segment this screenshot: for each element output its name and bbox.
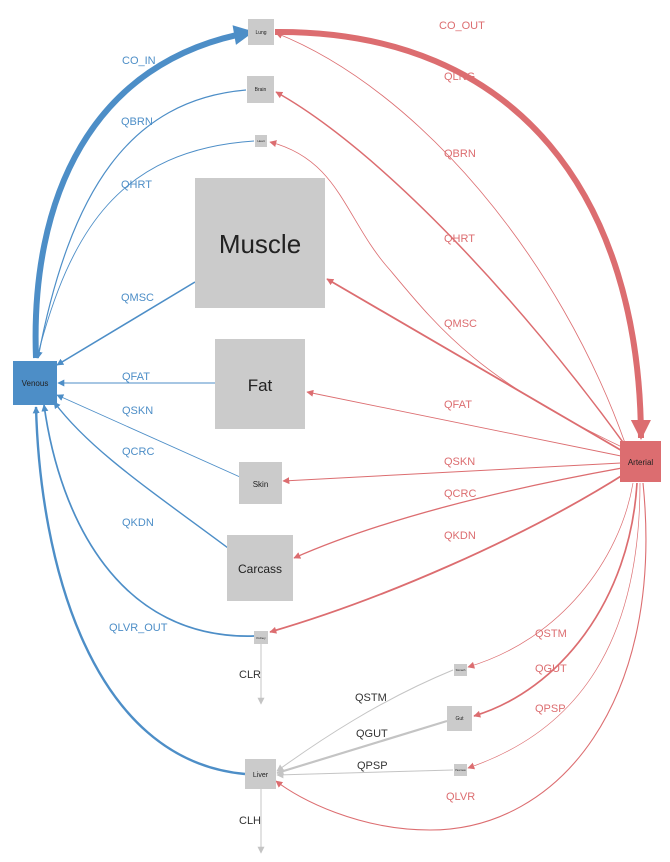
node-heart[interactable]: Heart	[255, 135, 267, 147]
label-clh: CLH	[239, 815, 261, 827]
edge-qbrn-arterial	[275, 91, 626, 446]
node-kidney[interactable]: Kidney	[254, 631, 268, 644]
label-qmsc-venous: QMSC	[121, 292, 154, 304]
node-stomach[interactable]: Stomach	[454, 664, 467, 676]
portal-edges	[257, 644, 454, 854]
label-qgut-arterial: QGUT	[535, 663, 567, 675]
node-pancreas-label: Pancreas	[455, 769, 466, 772]
edge-qcrc-arterial	[293, 467, 623, 559]
label-qbrn-arterial: QBRN	[444, 148, 476, 160]
edge-co-in	[32, 25, 254, 359]
edge-qpsp-portal	[276, 769, 454, 779]
edge-qgut-arterial	[473, 482, 638, 718]
edge-qlvr-arterial	[275, 482, 647, 831]
node-carcass-label: Carcass	[238, 562, 282, 576]
label-qstm-arterial: QSTM	[535, 628, 567, 640]
label-qkdn-arterial: QKDN	[444, 530, 476, 542]
label-qpsp-arterial: QPSP	[535, 703, 566, 715]
portal-labels: QSTM QGUT QPSP CLR CLH	[239, 669, 388, 827]
edge-qlng	[275, 32, 626, 444]
node-carcass[interactable]: Carcass	[227, 535, 293, 601]
edge-qhrt-venous	[35, 140, 255, 359]
label-qfat-venous: QFAT	[122, 371, 150, 383]
edge-qstm-portal	[276, 669, 454, 772]
node-gut[interactable]: Gut	[447, 706, 472, 731]
arterial-edges	[269, 28, 651, 831]
node-arterial[interactable]: Arterial	[620, 441, 661, 482]
edge-co-out	[274, 28, 651, 440]
edge-qkdn-arterial	[269, 472, 627, 634]
label-qbrn-venous: QBRN	[121, 116, 153, 128]
node-venous-label: Venous	[22, 379, 49, 388]
node-venous[interactable]: Venous	[13, 361, 57, 405]
node-heart-label: Heart	[257, 139, 265, 143]
edge-qgut-portal	[276, 719, 448, 775]
label-qlvr-arterial: QLVR	[446, 791, 475, 803]
edge-qbrn-venous	[35, 89, 247, 359]
label-qskn-arterial: QSKN	[444, 456, 475, 468]
node-liver[interactable]: Liver	[245, 759, 276, 789]
node-kidney-label: Kidney	[256, 636, 266, 640]
edge-qlvr-out	[32, 406, 246, 776]
edge-qmsc-arterial	[326, 278, 625, 453]
label-qlng: QLNG	[444, 71, 475, 83]
edge-qmsc-venous	[56, 281, 196, 366]
edge-qfat-arterial	[306, 389, 622, 457]
edge-qkdn-venous	[41, 404, 255, 637]
node-fat-label: Fat	[248, 376, 273, 395]
label-qkdn-venous: QKDN	[122, 517, 154, 529]
edge-qstm-arterial	[467, 482, 634, 669]
node-pancreas[interactable]: Pancreas	[454, 764, 467, 776]
node-brain[interactable]: Brain	[247, 76, 274, 103]
node-stomach-label: Stomach	[456, 669, 466, 672]
node-liver-label: Liver	[253, 772, 269, 779]
label-qlvr-out: QLVR_OUT	[109, 622, 168, 634]
node-gut-label: Gut	[455, 716, 464, 722]
node-lung[interactable]: Lung	[248, 19, 274, 45]
node-skin-label: Skin	[253, 480, 269, 489]
label-clr: CLR	[239, 669, 261, 681]
edge-qcrc-venous	[53, 401, 229, 549]
venous-edges	[32, 25, 255, 776]
edge-qskn-arterial	[282, 462, 622, 485]
label-qpsp-portal: QPSP	[357, 760, 388, 772]
label-qmsc-arterial: QMSC	[444, 318, 477, 330]
node-lung-label: Lung	[255, 30, 266, 36]
arterial-labels: CO_OUT QLNG QBRN QHRT QMSC QFAT QSKN QCR…	[439, 20, 567, 803]
label-co-out: CO_OUT	[439, 20, 485, 32]
edge-qskn-venous	[56, 394, 241, 478]
label-qstm-portal: QSTM	[355, 692, 387, 704]
label-qcrc-arterial: QCRC	[444, 488, 476, 500]
node-fat[interactable]: Fat	[215, 339, 305, 429]
label-co-in: CO_IN	[122, 55, 156, 67]
node-muscle[interactable]: Muscle	[195, 178, 325, 308]
label-qfat-arterial: QFAT	[444, 399, 472, 411]
node-arterial-label: Arterial	[628, 458, 654, 467]
label-qgut-portal: QGUT	[356, 728, 388, 740]
label-qhrt-arterial: QHRT	[444, 233, 475, 245]
node-brain-label: Brain	[255, 87, 267, 93]
node-skin[interactable]: Skin	[239, 462, 282, 504]
label-qhrt-venous: QHRT	[121, 179, 152, 191]
label-qskn-venous: QSKN	[122, 405, 153, 417]
label-qcrc-venous: QCRC	[122, 446, 154, 458]
venous-labels: CO_IN QBRN QHRT QMSC QFAT QSKN QCRC QKDN…	[109, 55, 168, 634]
edge-qpsp-arterial	[467, 482, 641, 770]
node-muscle-label: Muscle	[219, 229, 301, 259]
